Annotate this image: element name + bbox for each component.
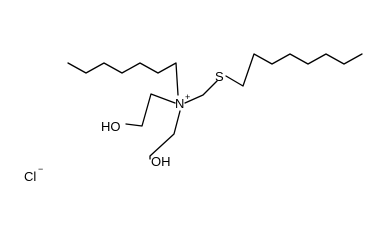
nitrogen-charge: +	[185, 92, 190, 102]
hydroxyethyl-arm-1	[125, 93, 176, 127]
chloride-ion: Cl	[24, 169, 36, 184]
thiomethyl-linker	[184, 80, 218, 104]
molecular-structure: N + S HO OH Cl −	[24, 53, 363, 184]
hydroxyl-label-2: OH	[151, 154, 171, 169]
octyl-chain	[225, 53, 363, 87]
hexyl-chain	[67, 62, 179, 96]
nitrogen-atom: N	[175, 96, 184, 111]
sulfur-atom: S	[215, 69, 224, 84]
hydroxyethyl-arm-2	[149, 110, 181, 160]
hydroxyl-label-1: HO	[101, 119, 121, 134]
chloride-charge: −	[38, 164, 43, 174]
